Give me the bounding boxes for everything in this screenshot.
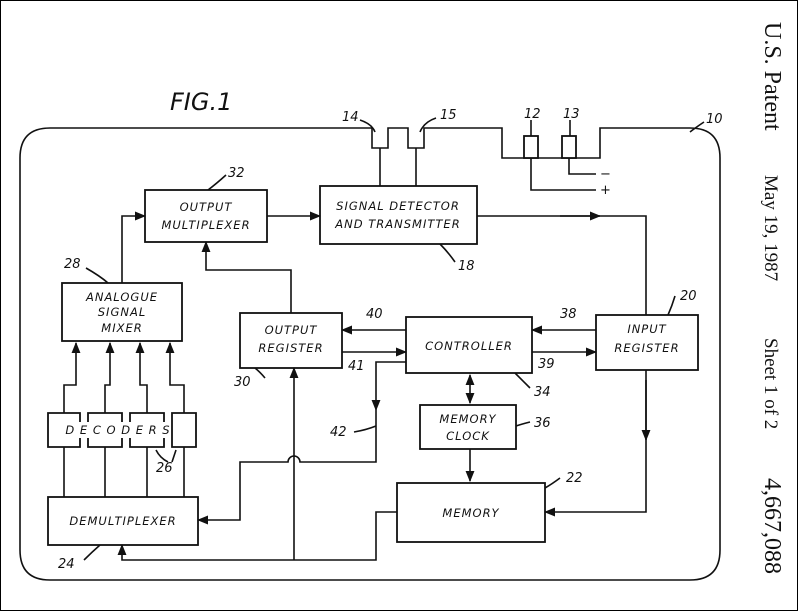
ref-24: 24	[58, 557, 75, 572]
block-controller: CONTROLLER	[405, 316, 533, 374]
ctrl-line-42	[371, 361, 406, 412]
svg-text:MEMORY: MEMORY	[439, 412, 496, 426]
patent-header: U.S. Patent May 19, 1987 Sheet 1 of 2 4,…	[759, 22, 785, 574]
outreg-to-mux	[201, 240, 292, 313]
svg-text:CLOCK: CLOCK	[446, 429, 490, 443]
dec-mix-1	[63, 341, 81, 413]
ref-28: 28	[64, 257, 81, 272]
ref-22: 22	[566, 471, 583, 486]
ref-42: 42	[330, 425, 347, 440]
inreg-to-memory	[543, 370, 647, 517]
leader-10	[689, 121, 705, 133]
ref-39: 39	[538, 357, 555, 372]
block-analogue-mixer: ANALOGUE SIGNAL MIXER	[61, 282, 183, 342]
ctrl-to-demux	[196, 410, 377, 525]
svg-text:REGISTER: REGISTER	[258, 341, 323, 355]
terminal-12-lead	[530, 158, 596, 191]
ref-13: 13	[563, 107, 580, 122]
ref-38: 38	[560, 307, 577, 322]
mixer-to-mux	[121, 211, 147, 283]
block-output-register: OUTPUT REGISTER	[239, 312, 343, 369]
ref-12: 12	[524, 107, 541, 122]
sensor-notch-14	[365, 127, 432, 149]
terminal-13	[561, 135, 577, 159]
ref-15: 15	[440, 108, 457, 123]
svg-text:ANALOGUE: ANALOGUE	[85, 290, 158, 304]
plus-sign: +	[600, 183, 611, 198]
svg-text:SIGNAL DETECTOR: SIGNAL DETECTOR	[336, 199, 460, 213]
minus-sign: −	[600, 167, 611, 182]
patent-title: U.S. Patent	[759, 22, 785, 131]
ref-26: 26	[156, 461, 173, 476]
ref-18: 18	[458, 259, 475, 274]
svg-text:MULTIPLEXER: MULTIPLEXER	[161, 218, 250, 232]
svg-text:REGISTER: REGISTER	[614, 341, 679, 355]
ref-40: 40	[366, 307, 383, 322]
svg-text:AND TRANSMITTER: AND TRANSMITTER	[334, 217, 460, 231]
leader-34	[514, 372, 531, 389]
svg-text:INPUT: INPUT	[627, 322, 666, 336]
leader-36	[515, 421, 531, 427]
ref-14: 14	[342, 110, 359, 125]
block-demultiplexer: DEMULTIPLEXER	[47, 496, 199, 546]
svg-text:D E C O D E R S: D E C O D E R S	[65, 423, 170, 437]
ref-34: 34	[534, 385, 551, 400]
ref-36: 36	[534, 416, 551, 431]
leader-32	[207, 174, 227, 191]
svg-text:OUTPUT: OUTPUT	[265, 323, 318, 337]
leader-30	[254, 367, 266, 379]
patent-number: 4,667,088	[759, 478, 785, 574]
ref-32: 32	[228, 166, 245, 181]
block-output-multiplexer: OUTPUT MULTIPLEXER	[144, 189, 268, 243]
figure-label: FIG.1	[170, 88, 232, 116]
leader-15	[419, 117, 437, 133]
leader-26	[155, 449, 177, 463]
dec-mix-2	[104, 341, 115, 413]
svg-text:MEMORY: MEMORY	[442, 506, 499, 520]
sheet-number: Sheet 1 of 2	[760, 338, 781, 429]
block-memory-clock: MEMORY CLOCK	[419, 404, 517, 450]
leader-14	[359, 119, 376, 133]
ref-20: 20	[680, 289, 697, 304]
memory-to-demux	[117, 511, 397, 561]
terminal-13-lead	[568, 158, 596, 175]
ref-10: 10	[706, 112, 723, 127]
leader-28	[85, 267, 109, 284]
leader-24	[83, 544, 101, 561]
block-signal-detector: SIGNAL DETECTOR AND TRANSMITTER	[319, 185, 478, 245]
leader-42	[353, 425, 377, 433]
device-housing	[19, 127, 721, 581]
patent-date: May 19, 1987	[760, 175, 781, 281]
leader-20	[667, 295, 676, 316]
block-decoders: D E C O D E R S	[47, 412, 197, 448]
leader-18	[439, 243, 456, 263]
block-memory: MEMORY	[396, 482, 546, 543]
leader-22	[544, 477, 561, 489]
svg-text:CONTROLLER: CONTROLLER	[425, 339, 513, 353]
detector-to-input	[477, 215, 647, 315]
svg-text:SIGNAL: SIGNAL	[98, 305, 146, 319]
terminal-12	[523, 135, 539, 159]
block-input-register: INPUT REGISTER	[595, 314, 699, 371]
svg-text:DEMULTIPLEXER: DEMULTIPLEXER	[69, 514, 176, 528]
dec-mix-3	[135, 341, 148, 413]
ref-30: 30	[234, 375, 251, 390]
svg-text:MIXER: MIXER	[101, 321, 142, 335]
dec-mix-4	[165, 341, 185, 413]
svg-text:OUTPUT: OUTPUT	[180, 200, 233, 214]
ref-41: 41	[348, 359, 365, 374]
